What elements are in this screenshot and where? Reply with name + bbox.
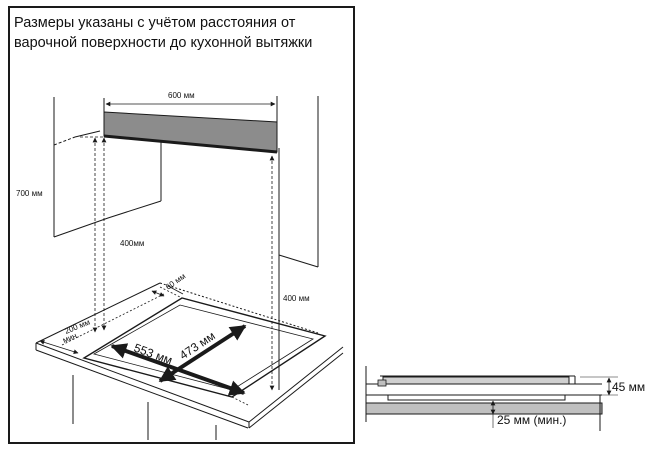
caption-line-1: Размеры указаны с учётом расстояния от: [14, 15, 296, 31]
hob-cross-section: [365, 366, 603, 431]
cross-section-edge: [377, 379, 387, 387]
hob-height-dimension: 45 мм: [580, 376, 645, 396]
under-gap-label: 25 мм (мин.): [497, 413, 566, 427]
hood-width-dimension: 600 мм: [105, 91, 276, 107]
range-hood: [103, 96, 278, 154]
caption-line-2: варочной поверхности до кухонной вытяжки: [14, 35, 313, 51]
left-clearance-dimension: [80, 136, 107, 333]
right-clearance-label: 400 мм: [283, 294, 310, 303]
under-gap-dimension: 25 мм (мин.): [490, 400, 566, 428]
left-clearance-label: 400мм: [120, 239, 144, 248]
cabinet-height-label: 700 мм: [16, 189, 43, 198]
diagram-caption: Размеры указаны с учётом расстояния от в…: [14, 13, 344, 53]
cutout-width-label: 553 мм: [132, 341, 174, 368]
back-gap-label: 60 мм: [164, 272, 187, 292]
wall-edges: [278, 96, 319, 390]
side-gap-min-label: мин.: [61, 330, 80, 345]
hood-width-label: 600 мм: [168, 91, 195, 100]
hob-height-label: 45 мм: [612, 380, 645, 394]
wall-cabinet: [53, 97, 162, 238]
